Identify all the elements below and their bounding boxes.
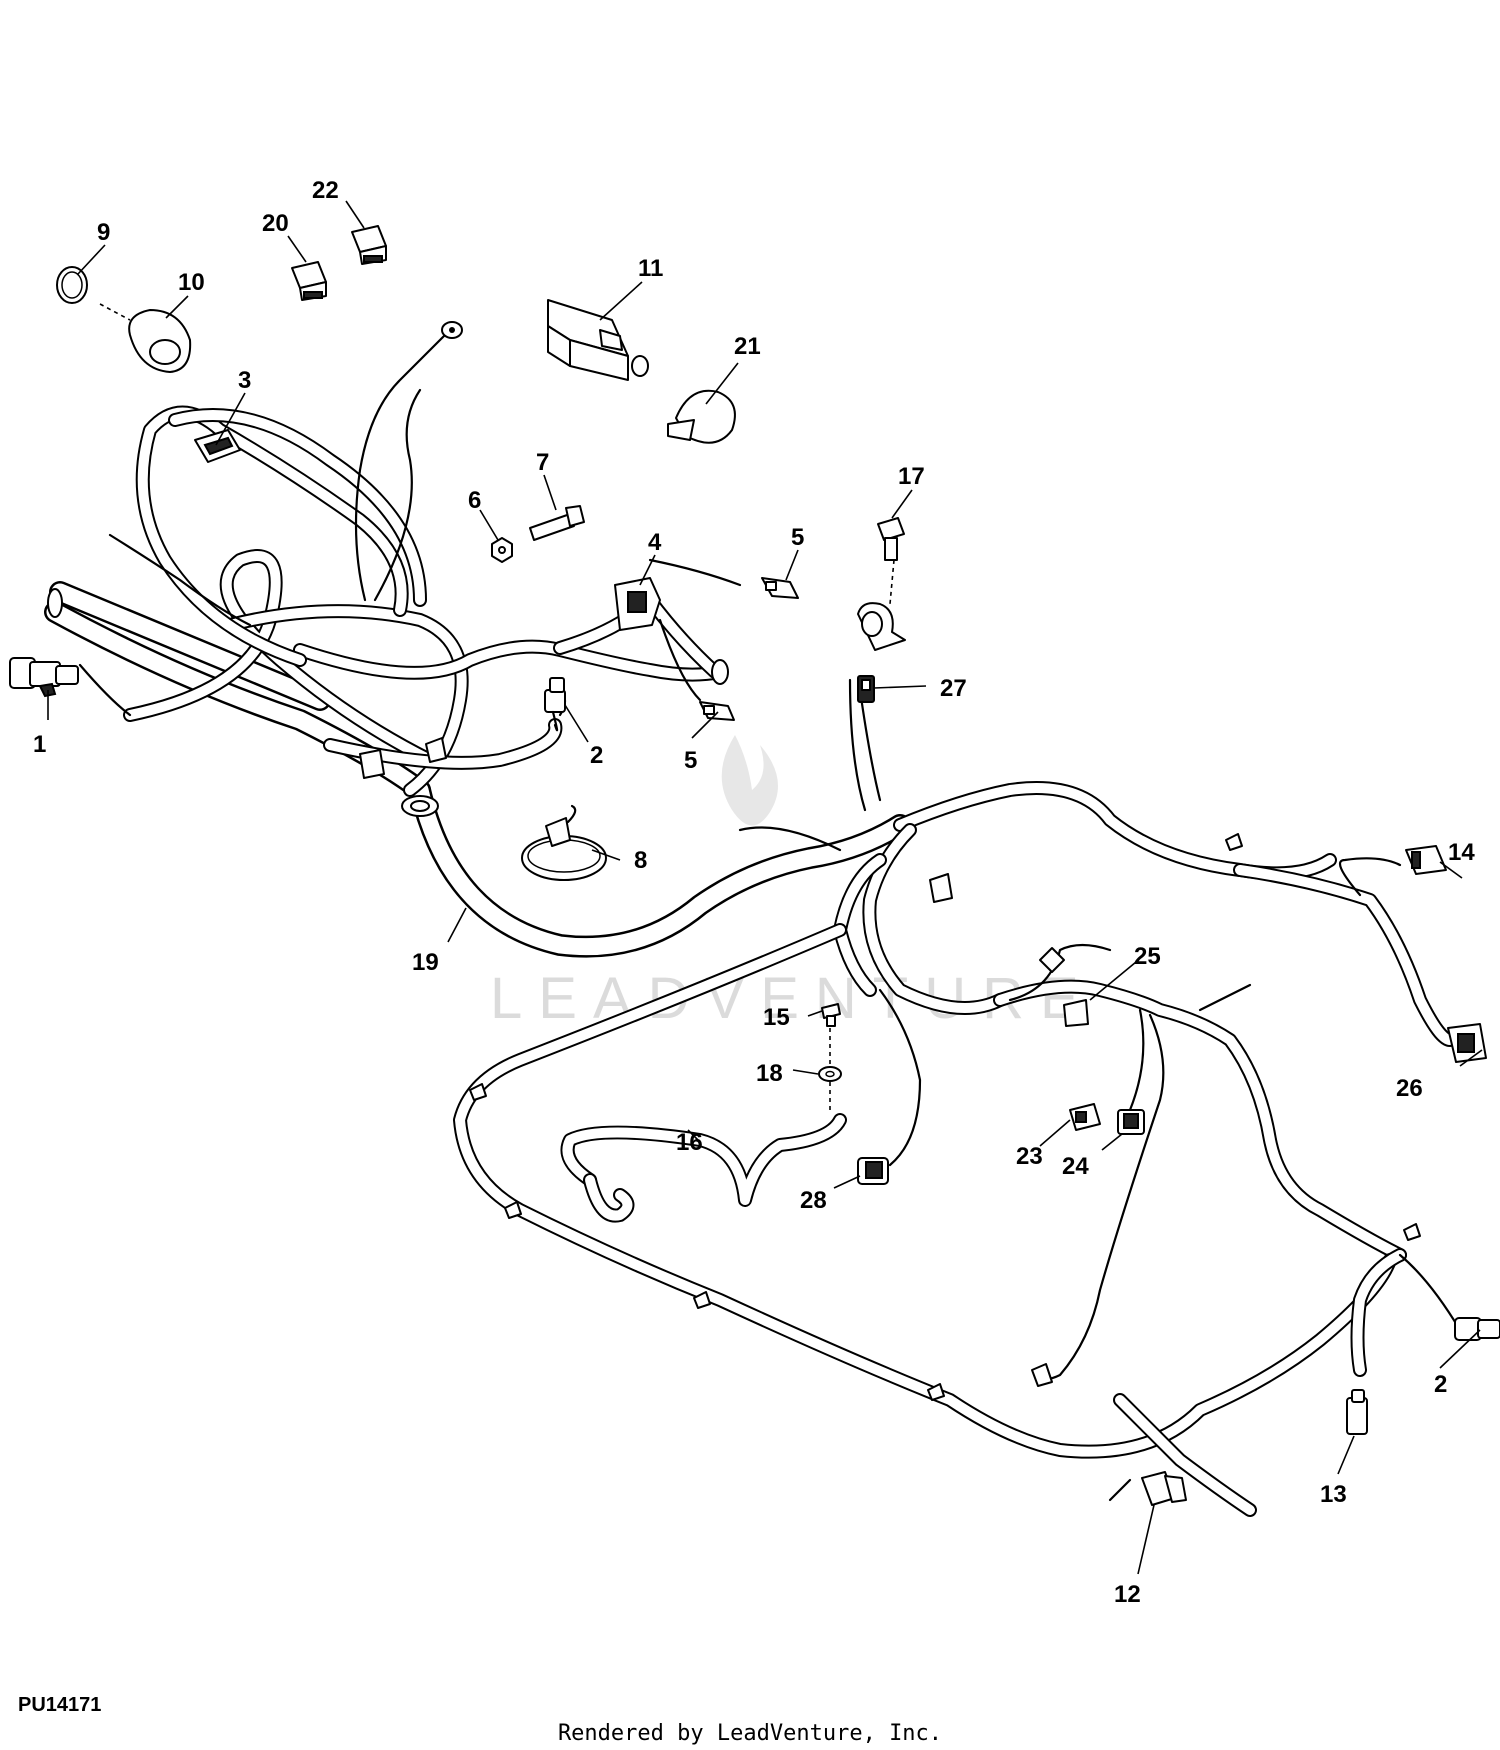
callout-20: 20 (262, 210, 289, 237)
callout-12: 12 (1114, 1581, 1141, 1608)
callout-5-upper: 5 (791, 524, 804, 551)
part-22-switch (351, 225, 387, 265)
part-12-connector (1141, 1471, 1187, 1506)
main-harness-19 (44, 405, 911, 958)
part-9-ring (56, 266, 88, 304)
part-13-connector (1346, 1389, 1368, 1435)
callout-2-upper: 2 (590, 742, 603, 769)
callout-5-lower: 5 (684, 747, 697, 774)
watermark: LEADVENTURE (490, 735, 1095, 1031)
part-3-clip (194, 429, 241, 463)
callout-25: 25 (1134, 943, 1161, 970)
harness-clips (359, 737, 1421, 1401)
part-6-nut (491, 537, 513, 563)
callout-27: 27 (940, 675, 967, 702)
callout-8: 8 (634, 847, 647, 874)
callout-11: 11 (638, 255, 663, 282)
main-harness-lower (453, 781, 1457, 1517)
part-1-connector (9, 657, 79, 698)
part-2-connector-upper (544, 677, 566, 732)
callout-21: 21 (734, 333, 761, 360)
part-25-clip (1063, 999, 1089, 1027)
part-21-clamp (667, 389, 736, 444)
part-27-connector (857, 675, 875, 703)
wires (78, 328, 1462, 1502)
leader-lines (47, 200, 1483, 1575)
callout-10: 10 (178, 269, 205, 296)
part-28-connector (857, 1157, 889, 1185)
part-24-connector (1117, 1109, 1145, 1135)
callout-14: 14 (1448, 839, 1475, 866)
callout-24: 24 (1062, 1153, 1089, 1180)
callout-15: 15 (763, 1004, 790, 1031)
part-26-connector (1447, 1023, 1487, 1063)
part-4-switch (614, 577, 661, 631)
part-5-terminal-upper (761, 577, 799, 599)
ring-terminal (441, 321, 463, 339)
part-clamp-under-17 (857, 602, 906, 651)
callout-16: 16 (676, 1129, 703, 1156)
callout-26: 26 (1396, 1075, 1423, 1102)
part-23-connector (1069, 1103, 1101, 1131)
callout-2-lower: 2 (1434, 1371, 1447, 1398)
footer-credit: Rendered by LeadVenture, Inc. (557, 1721, 943, 1746)
part-18-washer (818, 1066, 842, 1082)
part-20-switch (291, 261, 327, 301)
part-10-cap (128, 309, 192, 373)
part-2-connector-lower (1454, 1317, 1500, 1341)
callout-1: 1 (33, 731, 46, 758)
callouts: 1 2 2 3 4 5 5 6 7 8 9 10 11 12 13 14 15 … (33, 177, 1475, 1608)
part-11-module (547, 299, 649, 381)
callout-19: 19 (412, 949, 439, 976)
callout-4: 4 (648, 529, 662, 556)
callout-21-pos-22: 22 (312, 177, 339, 204)
callout-13: 13 (1320, 1481, 1347, 1508)
callout-18: 18 (756, 1060, 783, 1087)
watermark-text: LEADVENTURE (490, 966, 1095, 1031)
callout-3: 3 (238, 367, 251, 394)
callout-17: 17 (898, 463, 925, 490)
figure-id: PU14171 (18, 1694, 102, 1716)
callout-28: 28 (800, 1187, 827, 1214)
callout-23: 23 (1016, 1143, 1043, 1170)
callout-6: 6 (468, 487, 481, 514)
part-7-bolt (529, 505, 585, 541)
part-5-terminal-lower (699, 701, 735, 721)
part-8-tie-strap (521, 804, 607, 881)
part-14-connector (1405, 845, 1447, 875)
part-15-screw (821, 1003, 841, 1027)
part-17-screw (877, 517, 905, 561)
callout-9: 9 (97, 219, 110, 246)
callout-7: 7 (536, 449, 549, 476)
